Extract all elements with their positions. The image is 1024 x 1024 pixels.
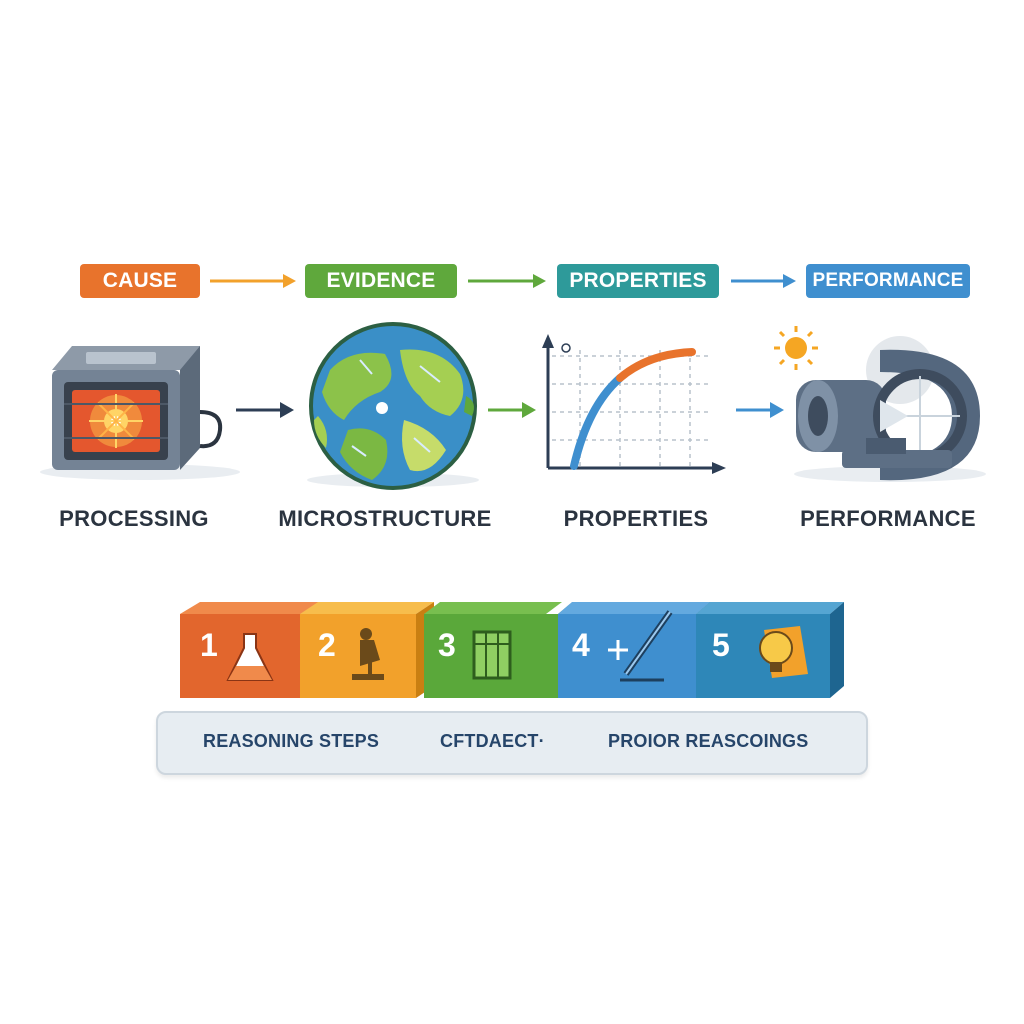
reasoning-banner — [156, 711, 868, 775]
tool-icon — [608, 610, 673, 682]
stage-label-properties: PROPERTIES — [563, 506, 709, 531]
tag-arrows — [210, 274, 796, 288]
tag-properties: PROPERTIES — [557, 264, 719, 298]
stage-arrow-1 — [236, 402, 294, 418]
stage-label-microstructure: MICROSTRUCTURE — [278, 506, 492, 531]
arrow-properties-performance — [731, 274, 796, 288]
step-block-5: 5 — [696, 602, 844, 698]
banner-reasoning-steps: REASONING STEPS — [203, 731, 380, 751]
globe-microstructure-icon — [307, 322, 479, 490]
curve-chart-icon — [542, 334, 726, 474]
step-block-4: 4 — [558, 602, 710, 698]
furnace-icon — [40, 346, 240, 480]
stage-arrow-2 — [488, 402, 536, 418]
arrow-evidence-properties — [468, 274, 546, 288]
arrow-cause-evidence — [210, 274, 296, 288]
banner-middle-label: CFTDAECT· — [440, 731, 545, 751]
frame-icon — [472, 630, 512, 680]
step-2-number: 2 — [318, 627, 336, 663]
tag-evidence: EVIDENCE — [305, 264, 457, 298]
step-block-2: 2 — [300, 602, 434, 698]
sun-icon — [774, 326, 818, 370]
turbine-engine-icon — [794, 336, 986, 482]
flask-icon — [226, 633, 274, 681]
step-4-number: 4 — [572, 627, 590, 663]
stage-illustrations — [40, 322, 986, 490]
step-block-1: 1 — [180, 602, 320, 698]
step-1-number: 1 — [200, 627, 218, 663]
lightbulb-icon — [759, 626, 808, 678]
stage-label-processing: PROCESSING — [59, 506, 209, 531]
step-block-3: 3 — [424, 602, 570, 698]
stage-arrow-3 — [736, 402, 784, 418]
step-3-number: 3 — [438, 627, 456, 663]
banner-prior-reasonings: PROIOR REASCOINGS — [608, 731, 809, 751]
step-5-number: 5 — [712, 627, 730, 663]
tag-cause: CAUSE — [80, 264, 200, 298]
tag-performance: PERFORMANCE — [806, 264, 970, 298]
microscope-icon — [352, 628, 384, 680]
stage-label-performance: PERFORMANCE — [800, 506, 976, 531]
step-blocks: 1 2 3 4 — [180, 602, 844, 698]
